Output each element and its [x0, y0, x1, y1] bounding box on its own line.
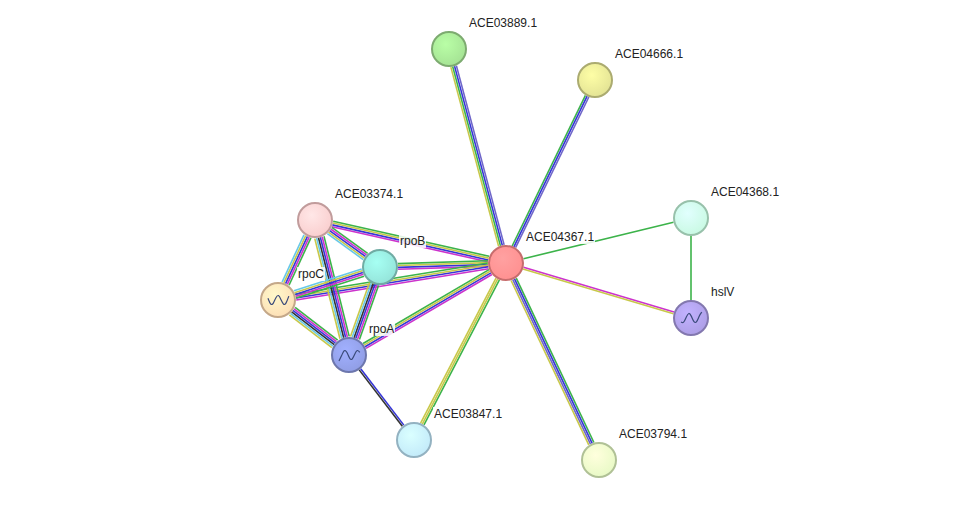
interaction-edge — [691, 236, 692, 300]
interaction-edge — [315, 236, 349, 338]
protein-label: ACE04368.1 — [710, 185, 780, 199]
evidence-line — [293, 310, 336, 343]
protein-label: rpoA — [368, 322, 395, 336]
evidence-line — [327, 234, 363, 260]
evidence-line — [455, 66, 503, 245]
protein-node: ACE03847.1 — [396, 422, 432, 458]
evidence-line — [516, 278, 594, 442]
interaction-edge — [511, 278, 594, 445]
evidence-line — [332, 227, 488, 262]
evidence-line — [289, 315, 332, 348]
interaction-edge — [289, 307, 337, 347]
interaction-edge — [523, 267, 674, 314]
evidence-line — [456, 66, 504, 245]
evidence-line — [351, 282, 370, 336]
protein-label: hslV — [710, 285, 735, 299]
protein-label: ACE03847.1 — [433, 407, 503, 421]
protein-node: ACE03374.1 — [297, 202, 333, 238]
protein-label: ACE04367.1 — [525, 230, 595, 244]
interaction-edge — [512, 95, 589, 247]
protein-label: ACE03794.1 — [618, 427, 688, 441]
evidence-line — [292, 312, 335, 345]
evidence-line — [328, 232, 364, 258]
evidence-line — [422, 279, 497, 424]
structure-glyph — [675, 302, 707, 334]
evidence-line — [690, 236, 692, 300]
protein-node: ACE03794.1 — [581, 442, 617, 478]
evidence-line — [513, 280, 591, 444]
protein-node: rpoA — [331, 337, 367, 373]
interaction-edge — [327, 227, 367, 259]
structure-trace — [681, 312, 702, 323]
interaction-edge — [523, 222, 673, 258]
interaction-edge — [421, 278, 500, 425]
interaction-edge — [359, 369, 404, 427]
protein-label: rpoC — [297, 267, 325, 281]
evidence-line — [294, 309, 337, 342]
evidence-line — [331, 229, 367, 255]
protein-node: ACE03889.1 — [431, 31, 467, 67]
evidence-line — [515, 279, 593, 443]
protein-node: hslV — [673, 300, 709, 336]
protein-label: ACE04666.1 — [614, 47, 684, 61]
protein-node: rpoC — [260, 282, 296, 318]
evidence-line — [524, 267, 674, 312]
evidence-line — [366, 275, 492, 349]
protein-node: ACE04367.1 — [488, 245, 524, 281]
protein-node: rpoB — [362, 249, 398, 285]
interaction-edge — [332, 221, 489, 262]
evidence-line — [330, 231, 366, 257]
protein-label: ACE03889.1 — [468, 16, 538, 30]
evidence-line — [398, 261, 488, 264]
protein-label: ACE03374.1 — [334, 187, 404, 201]
evidence-line — [511, 280, 589, 444]
protein-label: rpoB — [399, 234, 426, 248]
evidence-line — [516, 97, 589, 248]
protein-node: ACE04368.1 — [673, 200, 709, 236]
evidence-line — [523, 222, 673, 258]
interaction-edge — [451, 66, 504, 247]
evidence-line — [359, 370, 402, 426]
evidence-line — [514, 96, 587, 247]
structure-trace — [339, 350, 360, 360]
evidence-line — [361, 369, 404, 425]
evidence-line — [512, 95, 585, 246]
structure-glyph — [333, 339, 365, 371]
structure-trace — [268, 295, 289, 304]
evidence-line — [290, 313, 333, 346]
protein-node: ACE04666.1 — [577, 62, 613, 98]
evidence-line — [453, 67, 501, 246]
evidence-line — [421, 278, 496, 423]
evidence-line — [424, 280, 499, 425]
evidence-line — [523, 269, 673, 314]
evidence-line — [451, 67, 499, 246]
structure-glyph — [262, 284, 294, 316]
